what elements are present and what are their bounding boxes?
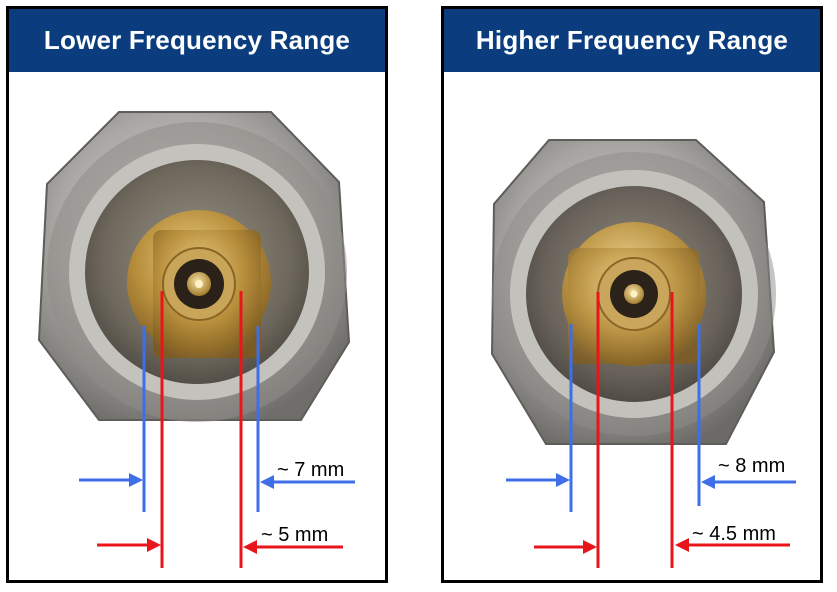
blue-arrow-left-icon	[506, 473, 570, 487]
lower-connector-diagram: ~ 7 mm ~ 5 mm	[37, 111, 355, 568]
blue-measure-label: ~ 7 mm	[277, 459, 344, 481]
red-measure-label: ~ 4.5 mm	[692, 523, 776, 545]
blue-measure-lines	[569, 324, 701, 512]
higher-frequency-panel: Higher Frequency Range	[441, 6, 823, 583]
blue-measure-label: ~ 8 mm	[718, 455, 785, 477]
coaxial-connector-icon	[37, 111, 351, 422]
red-measure-lines	[160, 291, 243, 568]
blue-arrow-left-icon	[79, 473, 143, 487]
higher-connector-diagram: ~ 8 mm ~ 4.5 mm	[490, 139, 796, 568]
blue-measure-lines	[142, 326, 260, 512]
blue-arrow-right-icon	[701, 475, 796, 489]
red-arrow-right-icon	[675, 538, 790, 552]
red-measure-label: ~ 5 mm	[261, 524, 328, 546]
panel-title: Higher Frequency Range	[444, 9, 820, 72]
panel-title: Lower Frequency Range	[9, 9, 385, 72]
red-arrow-right-icon	[243, 540, 343, 554]
blue-arrow-right-icon	[260, 475, 355, 489]
red-arrow-left-icon	[97, 538, 161, 552]
red-measure-lines	[596, 292, 674, 568]
red-arrow-left-icon	[534, 540, 597, 554]
coaxial-connector-icon	[490, 139, 776, 445]
lower-frequency-panel: Lower Frequency Range	[6, 6, 388, 583]
